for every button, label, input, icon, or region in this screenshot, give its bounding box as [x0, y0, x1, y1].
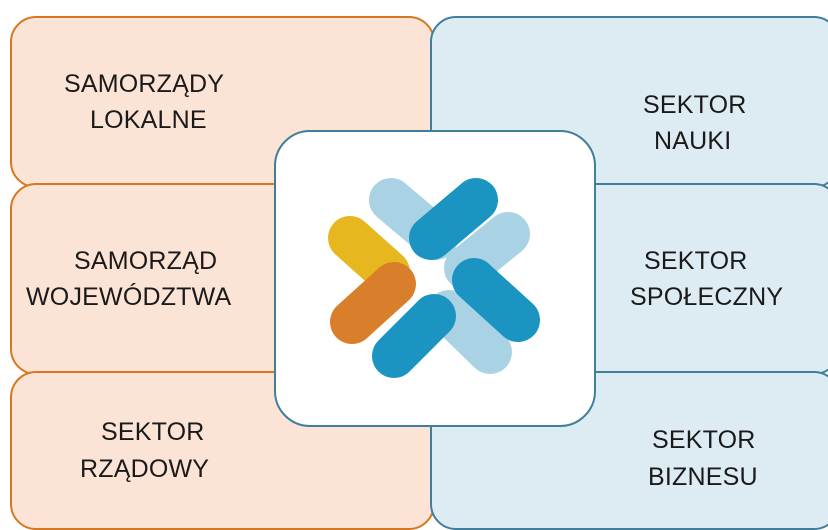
box-label-line1: SEKTOR: [644, 246, 748, 275]
box-label-line1: SEKTOR: [101, 418, 205, 447]
box-label-line1: SAMORZĄD: [74, 246, 218, 275]
box-samorzady-lokalne: SAMORZĄDY LOKALNE: [10, 16, 435, 188]
box-label-line1: SAMORZĄDY: [64, 69, 225, 98]
box-label-line2: BIZNESU: [648, 462, 758, 491]
logo-bar-blue-right: [452, 258, 540, 342]
box-label-line2: WOJEWÓDZTWA: [26, 283, 232, 311]
logo-bar-blue-bottom: [372, 294, 456, 378]
box-label-line2: SPOŁECZNY: [630, 283, 784, 311]
box-label-line2: NAUKI: [654, 127, 732, 155]
box-label-line1: SEKTOR: [652, 426, 756, 455]
box-label-line1: SEKTOR: [643, 90, 747, 119]
box-label-line2: RZĄDOWY: [80, 454, 210, 483]
box-sektor-nauki: SEKTOR NAUKI: [430, 16, 828, 188]
center-logo-box: [274, 130, 596, 427]
logo-bar-orange: [330, 262, 416, 344]
logo-bar-blue-top: [409, 178, 498, 260]
cross-molecule-logo-icon: [328, 178, 540, 378]
box-label-line2: LOKALNE: [90, 106, 207, 134]
